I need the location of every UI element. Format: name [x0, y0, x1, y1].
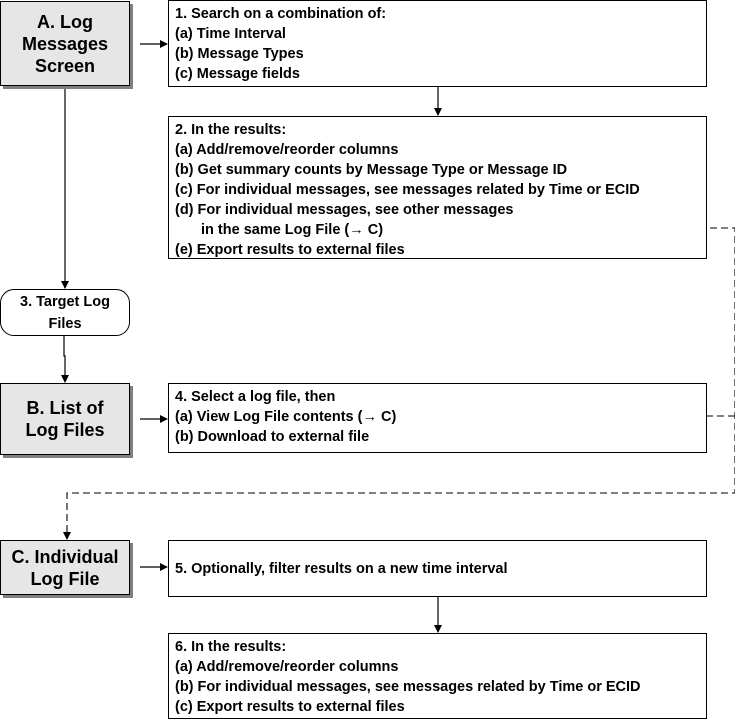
step2-item: (d) For individual messages, see other m… [175, 202, 514, 218]
screen-a-label: A. Log Messages Screen [21, 11, 109, 76]
step5-title: 5. Optionally, filter results on a new t… [175, 560, 508, 577]
screen-c-label: C. Individual Log File [11, 546, 119, 589]
step2-box: 2. In the results: (a) Add/remove/reorde… [168, 116, 707, 259]
screen-b-box: B. List of Log Files [0, 383, 130, 455]
step6-item: (a) Add/remove/reorder columns [175, 659, 399, 675]
step6-item: (b) For individual messages, see message… [175, 679, 641, 695]
step1-item: (c) Message fields [175, 66, 300, 82]
step2-item: (e) Export results to external files [175, 242, 405, 258]
step6-box: 6. In the results: (a) Add/remove/reorde… [168, 633, 707, 719]
step1-item: (a) Time Interval [175, 26, 286, 42]
screen-b-label: B. List of Log Files [25, 398, 105, 440]
step1-title: 1. Search on a combination of: [175, 6, 387, 22]
target-log-files-label: 3. Target Log Files [20, 293, 110, 332]
screen-a-box: A. Log Messages Screen [0, 1, 130, 86]
step4-item: (a) View Log File contents (→ C) [175, 409, 397, 425]
step4-title: 4. Select a log file, then [175, 389, 336, 405]
step1-box: 1. Search on a combination of: (a) Time … [168, 0, 707, 87]
step2-item: (a) Add/remove/reorder columns [175, 142, 399, 158]
step4-item: (b) Download to external file [175, 429, 370, 445]
step5-box: 5. Optionally, filter results on a new t… [168, 540, 707, 597]
step2-item: in the same Log File (→ C) [201, 222, 384, 238]
target-log-files-box: 3. Target Log Files [0, 289, 130, 336]
step4-box: 4. Select a log file, then (a) View Log … [168, 383, 707, 453]
step6-title: 6. In the results: [175, 639, 287, 655]
step2-item: (c) For individual messages, see message… [175, 182, 640, 198]
step1-item: (b) Message Types [175, 46, 304, 62]
screen-c-box: C. Individual Log File [0, 540, 130, 595]
step2-title: 2. In the results: [175, 122, 287, 138]
step2-item: (b) Get summary counts by Message Type o… [175, 162, 568, 178]
step6-item: (c) Export results to external files [175, 699, 405, 715]
arrow-target-to-b [61, 336, 69, 383]
